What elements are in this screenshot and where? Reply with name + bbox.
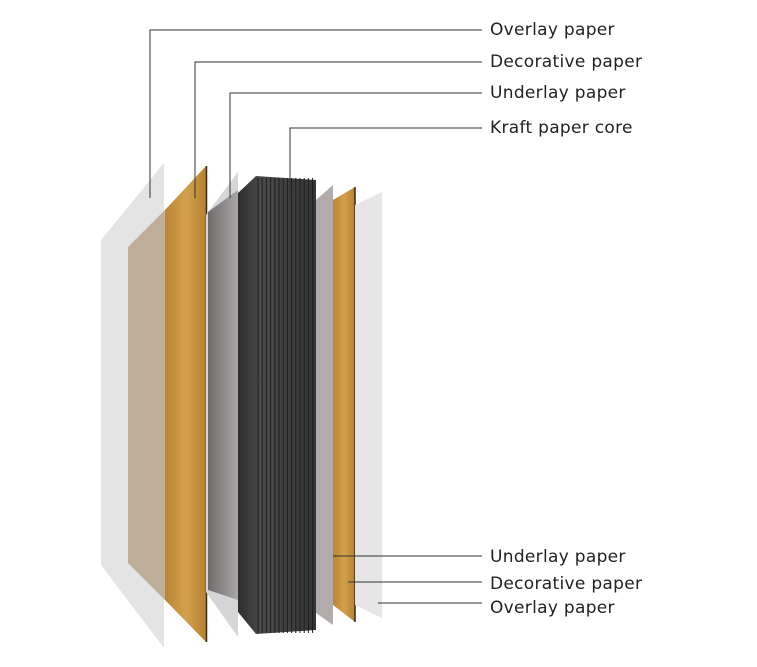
overlay-paper-bottom-sheet	[355, 192, 382, 618]
underlay-paper-top-sheet	[208, 190, 238, 600]
label-decorative-paper-top: Decorative paper	[490, 52, 643, 72]
label-underlay-paper-bottom: Underlay paper	[490, 547, 626, 567]
decorative-paper-top-sheet	[165, 166, 206, 642]
decorative-paper-bottom-sheet	[333, 187, 355, 622]
overlay-tint	[128, 210, 165, 600]
leader-line-underlay-top	[229, 92, 482, 198]
label-underlay-paper-top: Underlay paper	[490, 83, 626, 103]
label-overlay-paper-top: Overlay paper	[490, 20, 615, 40]
label-kraft-paper-core: Kraft paper core	[490, 118, 633, 138]
label-overlay-paper-bottom: Overlay paper	[490, 598, 615, 618]
leader-line-decorative-top	[194, 61, 482, 198]
underlay-paper-bottom-sheet	[316, 185, 333, 625]
leader-line-core	[289, 127, 482, 198]
leader-line-overlay-top	[149, 29, 482, 198]
label-decorative-paper-bottom: Decorative paper	[490, 574, 643, 594]
